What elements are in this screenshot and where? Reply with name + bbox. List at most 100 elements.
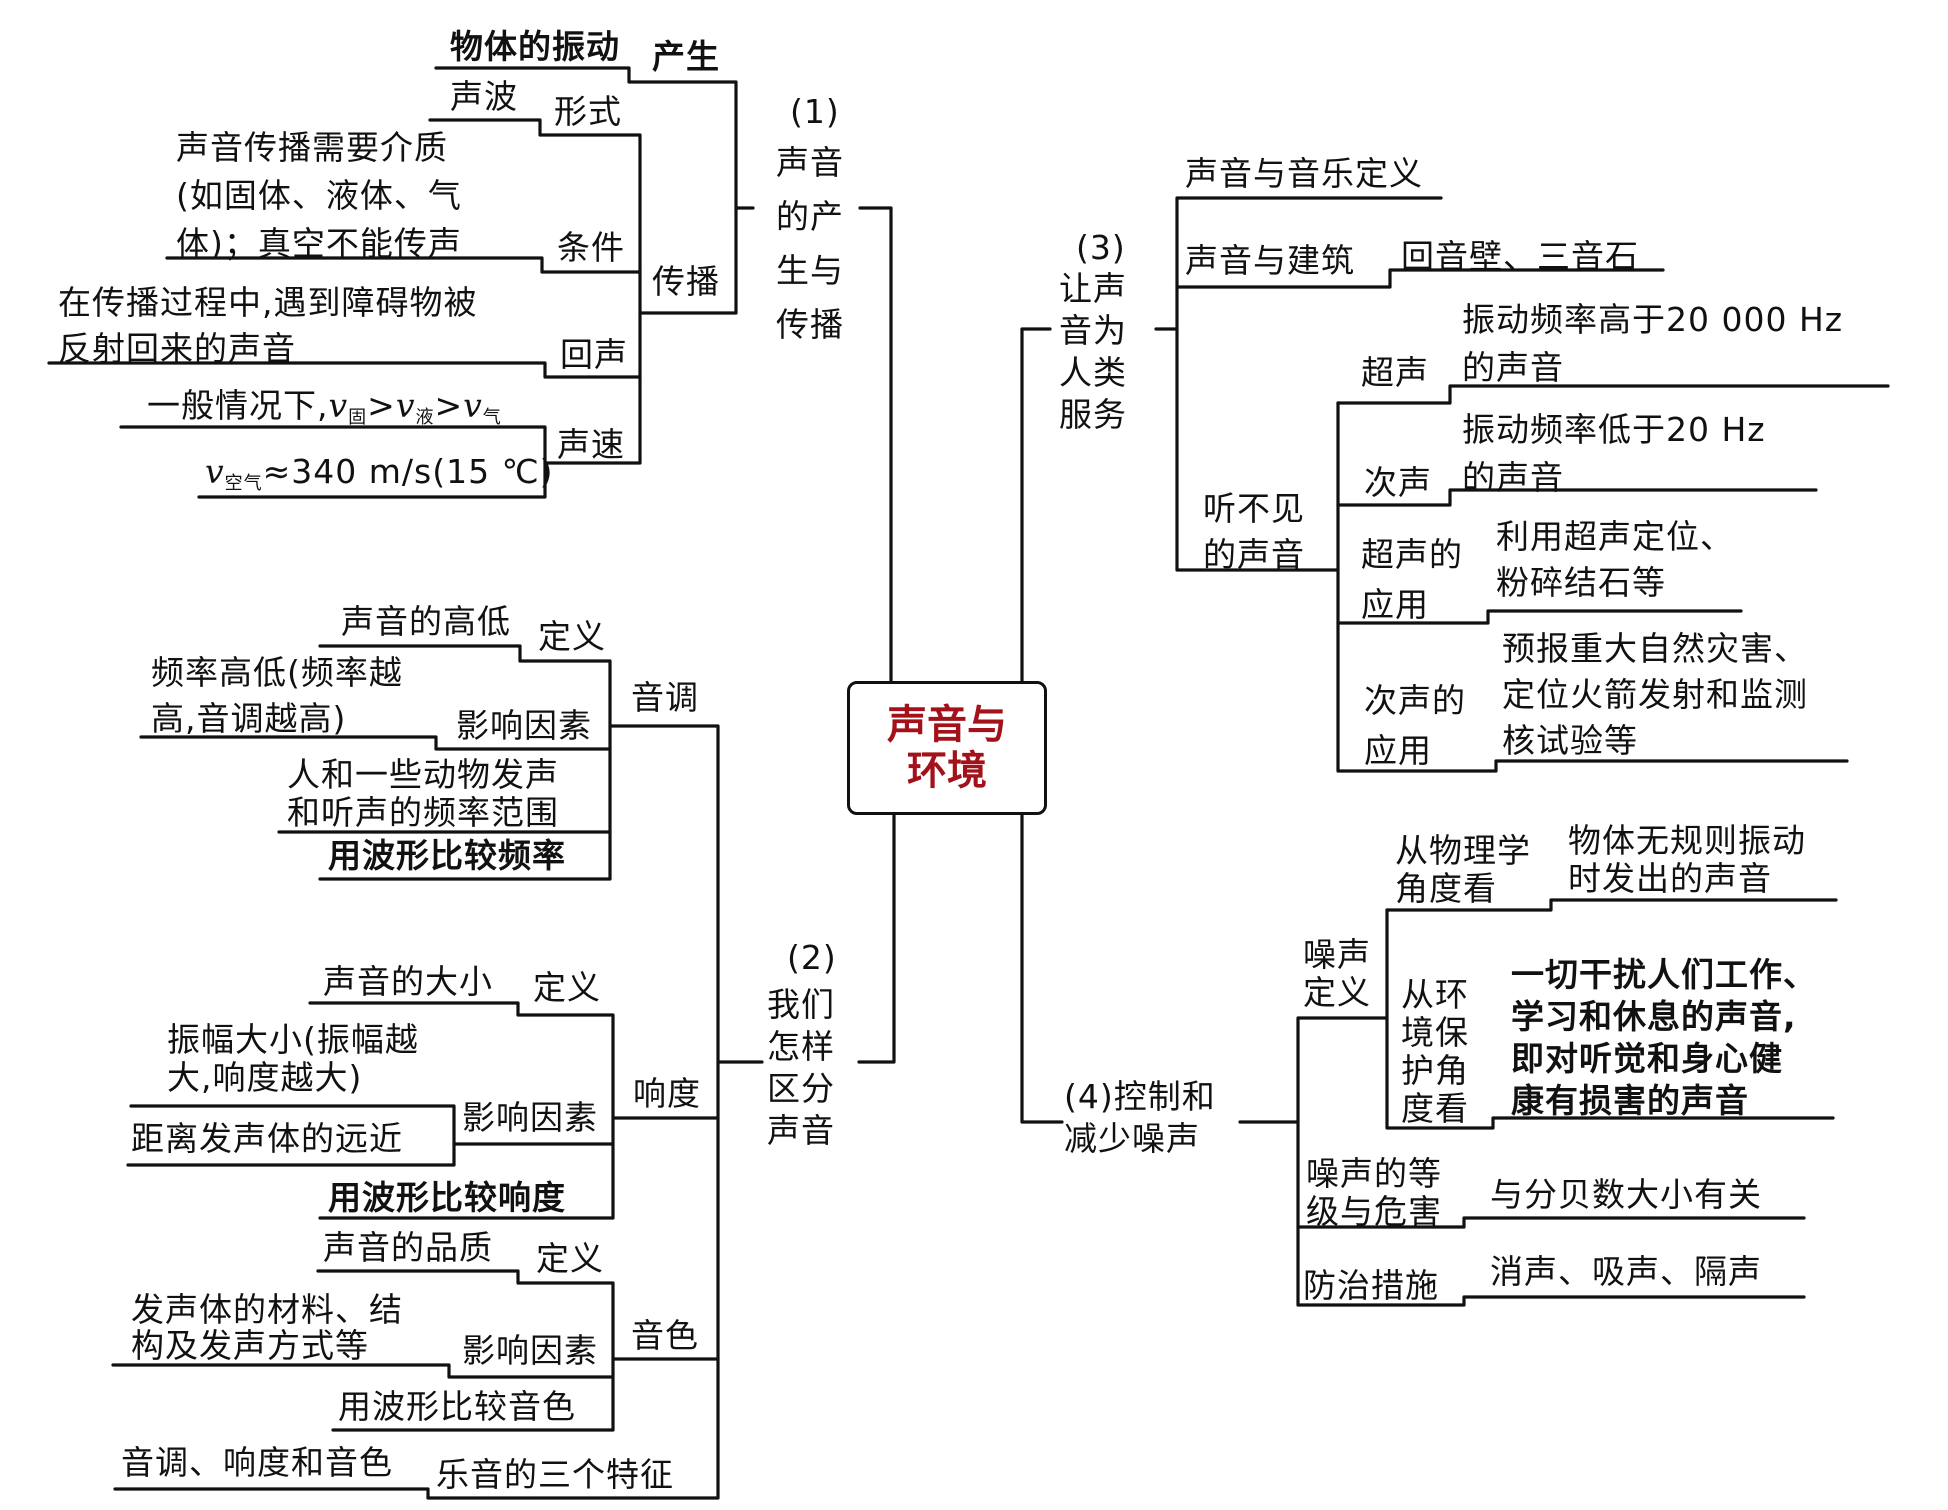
branch4-title: (4)控制和 减少噪声 bbox=[1064, 1077, 1216, 1158]
physics-key: 从物理学 角度看 bbox=[1395, 831, 1531, 908]
loudness-waveform: 用波形比较响度 bbox=[328, 1178, 566, 1217]
connector-line bbox=[111, 1363, 615, 1379]
architecture-value: 回音壁、三音石 bbox=[1401, 237, 1639, 276]
connector-line bbox=[1175, 268, 1665, 289]
connector-line bbox=[1296, 1016, 1806, 1307]
inaudible-label: 听不见 的声音 bbox=[1203, 489, 1305, 574]
ultrasound-use-key: 超声的 应用 bbox=[1361, 535, 1463, 624]
connector-line bbox=[126, 1104, 456, 1167]
produce-key: 产生 bbox=[652, 37, 720, 76]
ultrasound-use-value: 利用超声定位、 粉碎结石等 bbox=[1496, 517, 1734, 602]
loudness-def-value: 声音的大小 bbox=[323, 962, 493, 1001]
connector-line bbox=[1020, 327, 1052, 683]
pitch-waveform: 用波形比较频率 bbox=[328, 836, 566, 875]
propagate-label: 传播 bbox=[652, 262, 720, 301]
v-symbol: v bbox=[395, 386, 416, 425]
central-topic-title: 声音与 环境 bbox=[887, 702, 1007, 794]
architecture-key: 声音与建筑 bbox=[1185, 241, 1355, 280]
branch3-title: 让声 音为 人类 服务 bbox=[1059, 269, 1127, 434]
ultrasound-value: 振动频率高于20 000 Hz 的声音 bbox=[1462, 300, 1844, 387]
connector-line bbox=[113, 724, 720, 1500]
branch3-number: (3) bbox=[1076, 228, 1126, 267]
connector-line bbox=[47, 361, 642, 379]
connector-line bbox=[1385, 908, 1835, 1130]
noise-def-label: 噪声 定义 bbox=[1303, 935, 1371, 1012]
physics-value: 物体无规则振动 时发出的声音 bbox=[1568, 821, 1806, 898]
speed-air: v空气≈340 m/s(15 ℃) bbox=[205, 452, 554, 504]
gt-symbol: > bbox=[434, 386, 464, 425]
loudness-factor-key: 影响因素 bbox=[462, 1098, 598, 1137]
level-key: 噪声的等 级与危害 bbox=[1306, 1154, 1442, 1231]
echo-key: 回声 bbox=[560, 335, 628, 374]
speed-key: 声速 bbox=[557, 425, 625, 464]
solid-sub: 固 bbox=[348, 407, 368, 428]
condition-key: 条件 bbox=[557, 228, 625, 267]
connector-line bbox=[858, 206, 893, 683]
form-key: 形式 bbox=[554, 92, 622, 131]
v-symbol: v bbox=[205, 452, 225, 491]
pitch-def-value: 声音的高低 bbox=[341, 602, 511, 641]
infrasound-use-value: 预报重大自然灾害、 定位火箭发射和监测 核试验等 bbox=[1502, 629, 1808, 760]
connector-line bbox=[165, 256, 642, 274]
connector-line bbox=[1336, 609, 1743, 625]
level-value: 与分贝数大小有关 bbox=[1490, 1175, 1762, 1214]
connector-line bbox=[1385, 898, 1838, 912]
loudness-label: 响度 bbox=[633, 1074, 701, 1113]
loudness-factor-value: 振幅大小(振幅越 大,响度越大) bbox=[167, 1020, 419, 1097]
connector-line bbox=[119, 425, 547, 499]
gt-symbol: > bbox=[367, 386, 396, 425]
environment-key: 从环 境保 护角 度看 bbox=[1401, 975, 1469, 1128]
branch2-title: 我们 怎样 区分 声音 bbox=[767, 985, 835, 1150]
timbre-label: 音色 bbox=[631, 1316, 699, 1355]
central-topic: 声音与 环境 bbox=[847, 681, 1047, 815]
pitch-factor-key: 影响因素 bbox=[456, 706, 592, 745]
connector-line bbox=[139, 735, 612, 751]
timbre-def-value: 声音的品质 bbox=[323, 1228, 493, 1267]
gas-sub: 气 bbox=[482, 407, 502, 428]
branch2-number: (2) bbox=[787, 938, 837, 977]
loudness-distance: 距离发声体的远近 bbox=[131, 1119, 403, 1158]
loudness-def-key: 定义 bbox=[533, 968, 601, 1007]
infrasound-use-key: 次声的 应用 bbox=[1364, 681, 1466, 770]
connector-line bbox=[1020, 813, 1064, 1124]
timbre-def-key: 定义 bbox=[536, 1239, 604, 1278]
air-sub: 空气 bbox=[224, 473, 263, 494]
liquid-sub: 液 bbox=[415, 407, 435, 428]
definition-label: 声音与音乐定义 bbox=[1185, 154, 1423, 193]
connector-line bbox=[1336, 384, 1890, 405]
produce-value: 物体的振动 bbox=[450, 27, 620, 66]
timbre-factor-value: 发声体的材料、结 构及发声方式等 bbox=[131, 1290, 403, 1365]
speed-general-prefix: 一般情况下, bbox=[147, 386, 329, 425]
prevention-key: 防治措施 bbox=[1303, 1266, 1439, 1305]
connector-line bbox=[1296, 1216, 1806, 1229]
connector-line bbox=[308, 1001, 615, 1220]
pitch-def-key: 定义 bbox=[538, 617, 606, 656]
timbre-factor-key: 影响因素 bbox=[462, 1331, 598, 1370]
v-symbol: v bbox=[328, 386, 349, 425]
timbre-waveform: 用波形比较音色 bbox=[338, 1387, 576, 1426]
branch1-number: (1) bbox=[790, 92, 840, 131]
environment-value: 一切干扰人们工作、 学习和休息的声音, 即对听觉和身心健 康有损害的声音 bbox=[1511, 955, 1817, 1120]
form-value: 声波 bbox=[450, 77, 518, 116]
branch1-title: 声音 的产 生与 传播 bbox=[776, 143, 844, 344]
condition-value: 声音传播需要介质 (如固体、液体、气 体)；真空不能传声 bbox=[176, 128, 462, 263]
pitch-label: 音调 bbox=[631, 678, 699, 717]
connector-line bbox=[1336, 401, 1849, 773]
connector-line bbox=[857, 813, 896, 1064]
infrasound-key: 次声 bbox=[1364, 463, 1432, 502]
connector-line bbox=[434, 66, 738, 315]
air-speed-value: ≈340 m/s(15 ℃) bbox=[262, 452, 554, 491]
connector-line bbox=[428, 118, 642, 465]
features-key: 乐音的三个特征 bbox=[436, 1455, 674, 1494]
connector-line bbox=[318, 644, 612, 881]
pitch-factor-value: 频率高低(频率越 高,音调越高) bbox=[151, 653, 403, 738]
infrasound-value: 振动频率低于20 Hz 的声音 bbox=[1462, 410, 1766, 497]
connector-line bbox=[316, 1269, 615, 1432]
connector-line bbox=[1175, 196, 1443, 572]
ultrasound-key: 超声 bbox=[1361, 353, 1429, 392]
features-value: 音调、响度和音色 bbox=[121, 1443, 393, 1482]
echo-value: 在传播过程中,遇到障碍物被 反射回来的声音 bbox=[58, 283, 478, 368]
v-symbol: v bbox=[463, 386, 483, 425]
